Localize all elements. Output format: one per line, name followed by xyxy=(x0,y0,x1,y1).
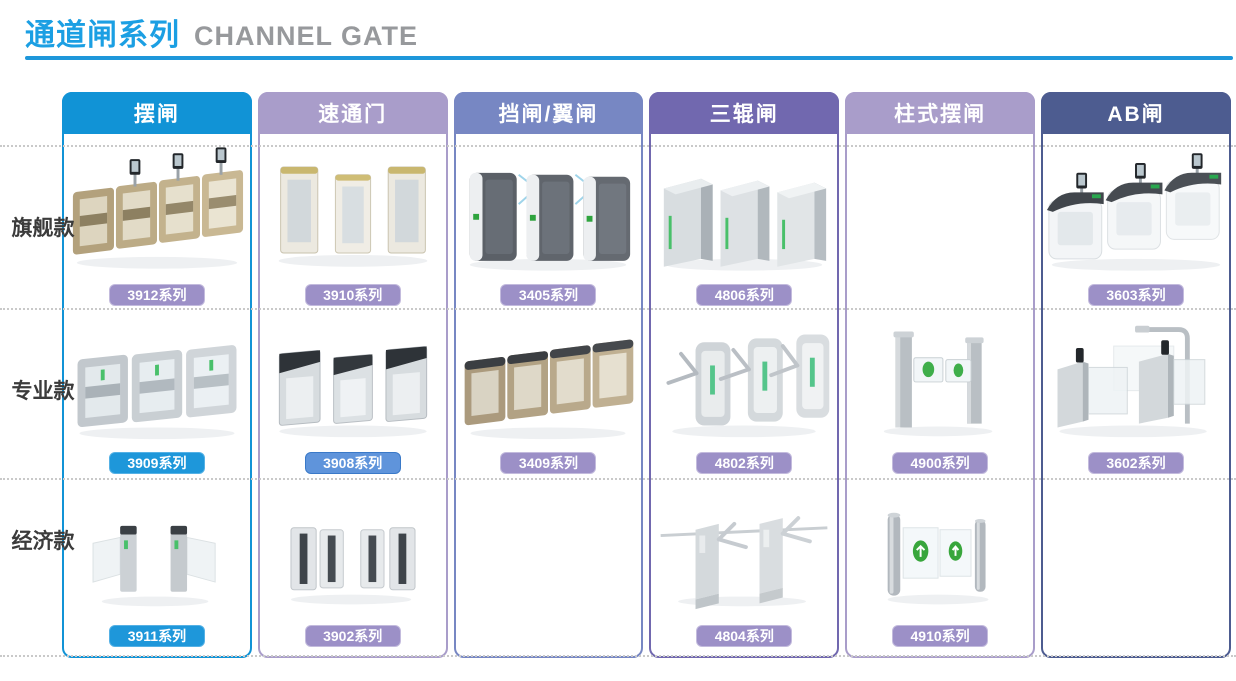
column-header-tripod-turnstile: 三辊闸 xyxy=(649,92,840,134)
product-cell: 3902系列 xyxy=(260,478,446,656)
series-badge-3602[interactable]: 3602系列 xyxy=(1088,452,1184,474)
product-image-3409 xyxy=(456,308,642,452)
series-badge-3910[interactable]: 3910系列 xyxy=(304,284,401,306)
row-label-professional: 专业款 xyxy=(11,380,75,403)
column-swing-gate: 摆闸 3912系列 xyxy=(62,92,252,658)
product-cell: 3909系列 xyxy=(64,308,250,478)
product-cell: 3911系列 xyxy=(64,478,250,656)
product-image-empty xyxy=(847,134,1033,308)
product-cell: 4804系列 xyxy=(651,478,837,656)
product-cell: 3908系列 xyxy=(260,308,446,478)
column-speed-gate: 速通门 3910系列 3908系列 xyxy=(257,92,448,658)
product-image-3909 xyxy=(64,308,250,452)
series-badge-3603[interactable]: 3603系列 xyxy=(1088,284,1184,306)
column-header-speed-gate: 速通门 xyxy=(257,92,448,134)
product-image-3602 xyxy=(1043,308,1229,452)
product-image-3603 xyxy=(1043,134,1229,284)
product-grid: 摆闸 3912系列 xyxy=(62,92,1231,658)
row-label-flagship: 旗舰款 xyxy=(11,217,75,240)
series-badge-3902[interactable]: 3902系列 xyxy=(304,625,401,647)
product-cell-empty xyxy=(1043,478,1229,656)
product-image-3908 xyxy=(260,308,446,452)
series-badge-3909[interactable]: 3909系列 xyxy=(108,452,205,474)
series-badge-4804[interactable]: 4804系列 xyxy=(696,625,793,647)
column-header-ab-gate: AB闸 xyxy=(1041,92,1231,134)
page-title-english: CHANNEL GATE xyxy=(194,21,419,51)
product-cell: 4900系列 xyxy=(847,308,1033,478)
product-image-4910 xyxy=(847,478,1033,625)
product-image-3911 xyxy=(64,478,250,625)
series-badge-3908[interactable]: 3908系列 xyxy=(304,452,401,474)
product-cell: 3405系列 xyxy=(456,134,642,308)
column-post-swing-gate: 柱式摆闸 4900系列 xyxy=(845,92,1035,658)
product-image-empty xyxy=(1043,478,1229,656)
product-image-4804 xyxy=(651,478,837,625)
row-label-economy: 经济款 xyxy=(11,530,75,553)
column-header-flap-barrier: 挡闸/翼闸 xyxy=(453,92,644,134)
series-badge-4802[interactable]: 4802系列 xyxy=(696,452,793,474)
product-image-empty xyxy=(456,478,642,656)
column-header-swing-gate: 摆闸 xyxy=(62,92,252,134)
column-header-post-swing-gate: 柱式摆闸 xyxy=(845,92,1035,134)
product-image-3912 xyxy=(64,134,250,284)
product-cell: 3603系列 xyxy=(1043,134,1229,308)
product-cell: 4806系列 xyxy=(651,134,837,308)
product-image-3910 xyxy=(260,134,446,284)
product-cell: 4910系列 xyxy=(847,478,1033,656)
series-badge-4910[interactable]: 4910系列 xyxy=(892,625,989,647)
product-image-4900 xyxy=(847,308,1033,452)
series-badge-3912[interactable]: 3912系列 xyxy=(108,284,205,306)
title-underline xyxy=(25,56,1233,60)
product-cell-empty xyxy=(847,134,1033,308)
product-image-4806 xyxy=(651,134,837,284)
product-cell: 3602系列 xyxy=(1043,308,1229,478)
series-badge-3405[interactable]: 3405系列 xyxy=(500,284,597,306)
product-image-3405 xyxy=(456,134,642,284)
product-image-3902 xyxy=(260,478,446,625)
column-ab-gate: AB闸 3603系列 xyxy=(1041,92,1231,658)
series-badge-4806[interactable]: 4806系列 xyxy=(696,284,793,306)
product-image-4802 xyxy=(651,308,837,452)
product-cell: 3912系列 xyxy=(64,134,250,308)
series-badge-4900[interactable]: 4900系列 xyxy=(892,452,989,474)
product-cell-empty xyxy=(456,478,642,656)
page-title: 通道闸系列 CHANNEL GATE xyxy=(25,10,418,54)
column-flap-barrier: 挡闸/翼闸 3405系列 xyxy=(453,92,644,658)
product-cell: 4802系列 xyxy=(651,308,837,478)
product-cell: 3910系列 xyxy=(260,134,446,308)
series-badge-3409[interactable]: 3409系列 xyxy=(500,452,597,474)
column-tripod-turnstile: 三辊闸 4806系列 4802系列 xyxy=(649,92,840,658)
page-title-chinese: 通道闸系列 xyxy=(25,19,180,52)
product-cell: 3409系列 xyxy=(456,308,642,478)
series-badge-3911[interactable]: 3911系列 xyxy=(108,625,205,647)
